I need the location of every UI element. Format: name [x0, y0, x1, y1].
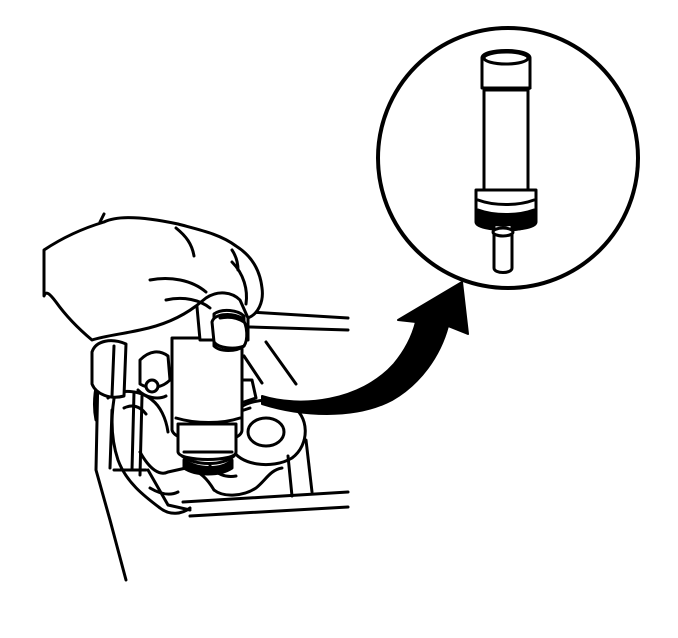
callout-arrow: [261, 281, 469, 415]
curved-arrow-icon: [261, 281, 469, 415]
left-bracket: [90, 339, 172, 400]
detail-cylinder: [474, 49, 538, 274]
hand: [42, 212, 264, 350]
housing-casting: [92, 310, 350, 582]
detail-circle: [376, 26, 640, 290]
